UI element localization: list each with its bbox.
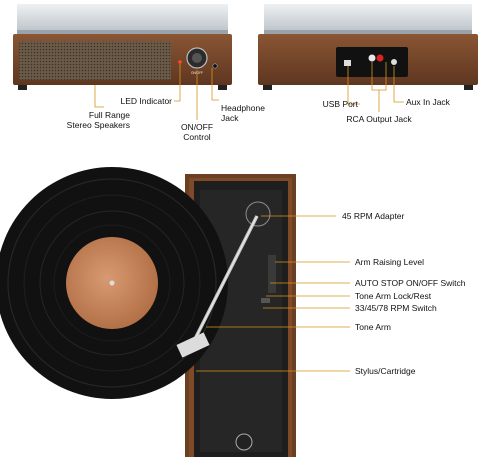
topdown-view xyxy=(0,167,296,457)
tone-arm-pivot xyxy=(245,201,271,227)
label-headphone-jack: Headphone Jack xyxy=(221,103,265,123)
label-tone-arm: Tone Arm xyxy=(355,322,391,332)
top-leader-lines xyxy=(94,62,404,120)
usb-port-icon xyxy=(344,60,351,66)
speaker-grille xyxy=(19,41,171,80)
label-45-rpm-adapter: 45 RPM Adapter xyxy=(342,211,405,221)
label-led-indicator: LED Indicator xyxy=(120,96,173,106)
aux-in-jack-icon xyxy=(391,59,397,65)
label-onoff-control: ON/OFF Control xyxy=(180,122,214,142)
label-arm-raising-level: Arm Raising Level xyxy=(355,257,424,267)
led-indicator-icon xyxy=(178,60,182,64)
label-rpm-switch: 33/45/78 RPM Switch xyxy=(355,303,437,313)
label-stylus-cartridge: Stylus/Cartridge xyxy=(355,366,416,376)
label-aux-in-jack: Aux In Jack xyxy=(406,97,450,107)
tone-arm-rest xyxy=(268,255,276,293)
front-view: ON/OFF xyxy=(13,4,232,90)
volume-knob[interactable] xyxy=(235,433,253,451)
rca-right-icon xyxy=(376,54,384,62)
stylus-cartridge xyxy=(176,332,210,358)
label-auto-stop-switch: AUTO STOP ON/OFF Switch xyxy=(355,278,466,288)
rpm-switch[interactable] xyxy=(261,298,270,303)
label-tone-arm-lock: Tone Arm Lock/Rest xyxy=(355,291,432,301)
rca-left-icon xyxy=(368,54,376,62)
label-rca-output-jack: RCA Output Jack xyxy=(346,114,412,124)
bottom-leader-lines xyxy=(196,215,350,372)
headphone-jack-icon xyxy=(212,63,218,69)
label-usb-port: USB Port xyxy=(322,99,358,109)
front-lid xyxy=(17,4,228,34)
back-lid xyxy=(264,4,472,34)
back-view xyxy=(258,4,478,90)
label-full-range-speakers: Full Range Stereo Speakers xyxy=(66,110,130,130)
